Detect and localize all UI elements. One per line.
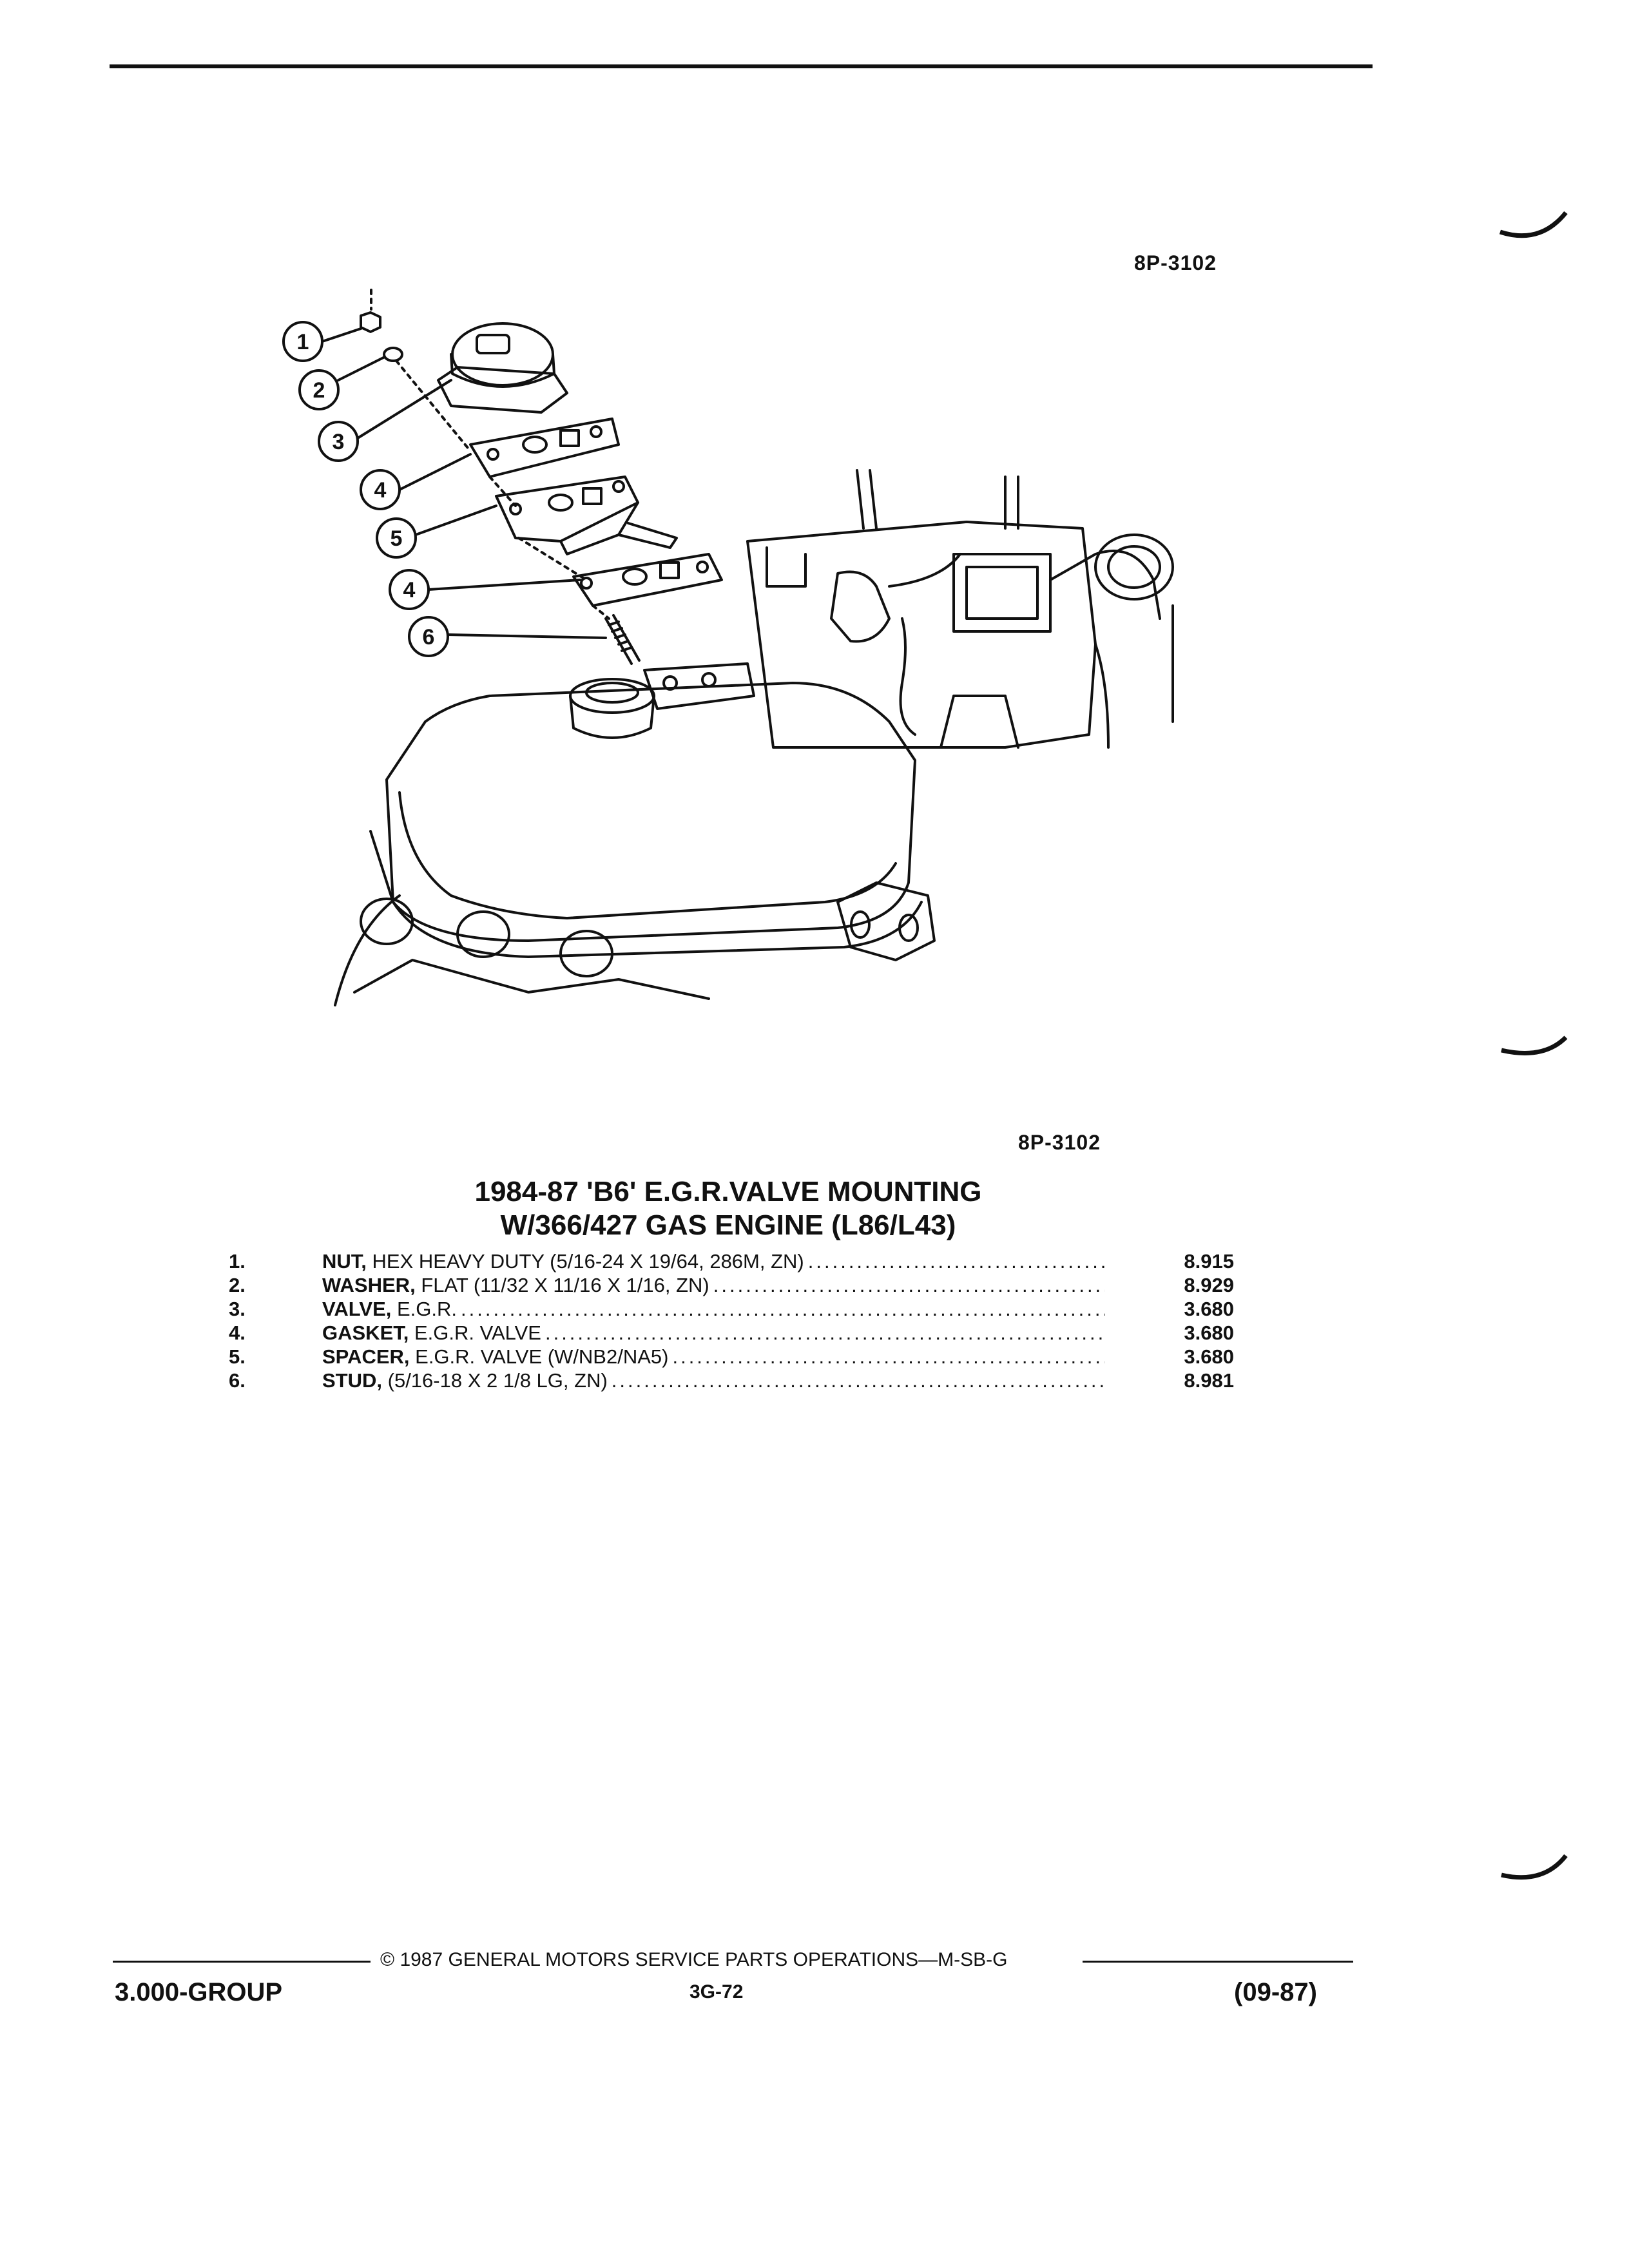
part-number: 2.	[229, 1274, 246, 1296]
callout-3-label: 3	[333, 430, 345, 454]
part-code: 8.915	[1184, 1250, 1234, 1273]
part-code: 3.680	[1184, 1298, 1234, 1320]
leader-dots: ........................................…	[461, 1298, 1105, 1320]
callout-3	[318, 421, 359, 462]
callout-6-label: 6	[423, 625, 435, 649]
parts-row: 3. VALVE, E.G.R. .......................…	[229, 1298, 1234, 1321]
gasket-lower	[572, 553, 723, 607]
parts-list: 1. NUT, HEX HEAVY DUTY (5/16-24 X 19/64,…	[229, 1250, 1234, 1393]
part-description: STUD, (5/16-18 X 2 1/8 LG, ZN) .........…	[322, 1369, 1105, 1392]
part-number: 6.	[229, 1369, 246, 1392]
parts-row: 6. STUD, (5/16-18 X 2 1/8 LG, ZN) ......…	[229, 1369, 1234, 1393]
parts-row: 2. WASHER, FLAT (11/32 X 11/16 X 1/16, Z…	[229, 1274, 1234, 1298]
part-description: VALVE, E.G.R. ..........................…	[322, 1298, 1105, 1321]
part-number: 5.	[229, 1345, 246, 1368]
revision-date: (09-87)	[1234, 1978, 1317, 2006]
part-code: 3.680	[1184, 1321, 1234, 1344]
parts-row: 1. NUT, HEX HEAVY DUTY (5/16-24 X 19/64,…	[229, 1250, 1234, 1274]
part-code: 8.981	[1184, 1369, 1234, 1392]
top-rule	[110, 64, 1373, 68]
group-label: 3.000-GROUP	[115, 1978, 283, 2006]
callout-4b	[389, 569, 430, 610]
part-number: 3.	[229, 1298, 246, 1320]
section-title-line1: 1984-87 'B6' E.G.R.VALVE MOUNTING	[474, 1176, 982, 1207]
callout-4a-label: 4	[374, 478, 387, 503]
callout-5-label: 5	[390, 526, 403, 551]
callout-2	[298, 369, 340, 410]
part-name: SPACER,	[322, 1345, 410, 1368]
section-title-line2: W/366/427 GAS ENGINE (L86/L43)	[500, 1209, 956, 1241]
part-description: SPACER, E.G.R. VALVE (W/NB2/NA5) .......…	[322, 1345, 1105, 1369]
callout-2-label: 2	[313, 378, 325, 403]
part-detail: HEX HEAVY DUTY (5/16-24 X 19/64, 286M, Z…	[372, 1250, 804, 1273]
parts-row: 4. GASKET, E.G.R. VALVE ................…	[229, 1321, 1234, 1345]
valve-cover	[369, 678, 923, 958]
egr-valve-exploded-diagram: 1 2 3 4 5 4 6	[282, 289, 1174, 1006]
callout-6	[408, 616, 449, 657]
part-code: 8.929	[1184, 1274, 1234, 1296]
callout-1-label: 1	[297, 330, 309, 354]
binding-marks	[1499, 211, 1568, 1880]
copyright-notice: © 1987 GENERAL MOTORS SERVICE PARTS OPER…	[380, 1949, 1008, 1970]
spacer	[495, 476, 678, 555]
part-name: NUT,	[322, 1250, 367, 1273]
callouts	[282, 321, 449, 657]
part-number: 4.	[229, 1321, 246, 1344]
part-name: VALVE,	[322, 1298, 392, 1320]
leader-dots: ........................................…	[672, 1345, 1105, 1368]
part-detail: FLAT (11/32 X 11/16 X 1/16, ZN)	[421, 1274, 709, 1296]
part-name: WASHER,	[322, 1274, 416, 1296]
header-diagram-code: 8P-3102	[1134, 251, 1217, 274]
footer-rule-left	[113, 1961, 371, 1963]
leader-dots: ........................................…	[611, 1369, 1105, 1392]
leader-dots: ........................................…	[545, 1321, 1105, 1344]
part-name: GASKET,	[322, 1321, 409, 1344]
part-description: NUT, HEX HEAVY DUTY (5/16-24 X 19/64, 28…	[322, 1250, 1105, 1273]
part-detail: (5/16-18 X 2 1/8 LG, ZN)	[387, 1369, 608, 1392]
part-code: 3.680	[1184, 1345, 1234, 1368]
caption-diagram-code: 8P-3102	[1018, 1131, 1101, 1154]
callout-5	[376, 517, 417, 559]
part-description: WASHER, FLAT (11/32 X 11/16 X 1/16, ZN) …	[322, 1274, 1105, 1297]
part-number: 1.	[229, 1250, 246, 1273]
mounting-bracket	[836, 881, 936, 961]
callout-4b-label: 4	[403, 578, 416, 602]
callout-4a	[360, 469, 401, 510]
leader-dots: ........................................…	[807, 1250, 1105, 1273]
egr-valve-part	[437, 322, 568, 414]
page-number: 3G-72	[689, 1981, 744, 2003]
callout-1	[282, 321, 323, 362]
leader-dots: ........................................…	[713, 1274, 1105, 1296]
part-detail: E.G.R.	[397, 1298, 458, 1320]
part-detail: E.G.R. VALVE	[414, 1321, 541, 1344]
gasket-upper	[469, 418, 620, 478]
exhaust-ports	[334, 894, 710, 1006]
part-name: STUD,	[322, 1369, 382, 1392]
intake-assembly	[746, 469, 1174, 749]
part-detail: E.G.R. VALVE (W/NB2/NA5)	[415, 1345, 669, 1368]
parts-row: 5. SPACER, E.G.R. VALVE (W/NB2/NA5) ....…	[229, 1345, 1234, 1369]
footer-rule-right	[1083, 1961, 1353, 1963]
stud	[604, 614, 641, 665]
part-description: GASKET, E.G.R. VALVE ...................…	[322, 1321, 1105, 1345]
